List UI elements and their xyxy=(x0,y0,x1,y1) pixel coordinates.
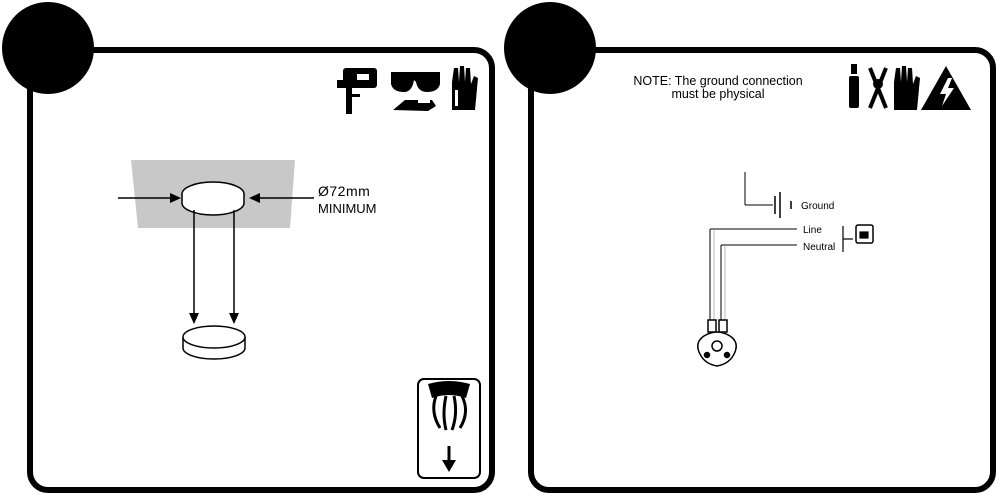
pliers-icon xyxy=(868,67,888,109)
line-wire xyxy=(709,228,797,320)
downlight-cutout xyxy=(181,181,245,216)
step-1-frame xyxy=(27,47,495,493)
terminal-connector-icon xyxy=(697,319,737,367)
electrical-hazard-icon xyxy=(921,66,971,110)
pull-wires-down-icon xyxy=(417,378,481,479)
cutout-minimum-label: MINIMUM xyxy=(318,201,377,216)
step-2-number: 2 xyxy=(527,2,574,96)
downlight-fixture xyxy=(182,325,246,360)
measurement-arrows xyxy=(118,193,314,203)
insertion-arrows xyxy=(189,210,239,324)
step-1-badge xyxy=(2,2,94,94)
line-label: Line xyxy=(803,225,822,236)
step-1-number: 1 xyxy=(25,2,72,96)
ground-label: Ground xyxy=(801,201,834,212)
work-glove-icon xyxy=(452,66,478,110)
utility-knife-icon xyxy=(393,98,436,111)
jigsaw-icon xyxy=(337,68,377,114)
note-line-2: must be physical xyxy=(671,87,765,101)
step-2-badge xyxy=(504,2,596,94)
safety-glasses-icon xyxy=(391,72,440,92)
step-1-panel: 1 Ø72mm xyxy=(2,2,495,493)
switch-symbol-icon xyxy=(842,224,874,252)
cutout-diameter-label: Ø72mm xyxy=(318,183,370,199)
work-glove-icon xyxy=(894,66,920,110)
ground-connection-note: NOTE: The ground connection must be phys… xyxy=(598,75,838,101)
step-2-panel: 2 Ground xyxy=(504,2,996,493)
neutral-wire xyxy=(720,244,797,320)
note-line-1: NOTE: The ground connection xyxy=(633,74,803,88)
step-2-frame xyxy=(528,47,996,493)
ground-wire xyxy=(744,172,792,218)
screwdriver-icon xyxy=(849,64,859,108)
neutral-label: Neutral xyxy=(803,242,835,253)
